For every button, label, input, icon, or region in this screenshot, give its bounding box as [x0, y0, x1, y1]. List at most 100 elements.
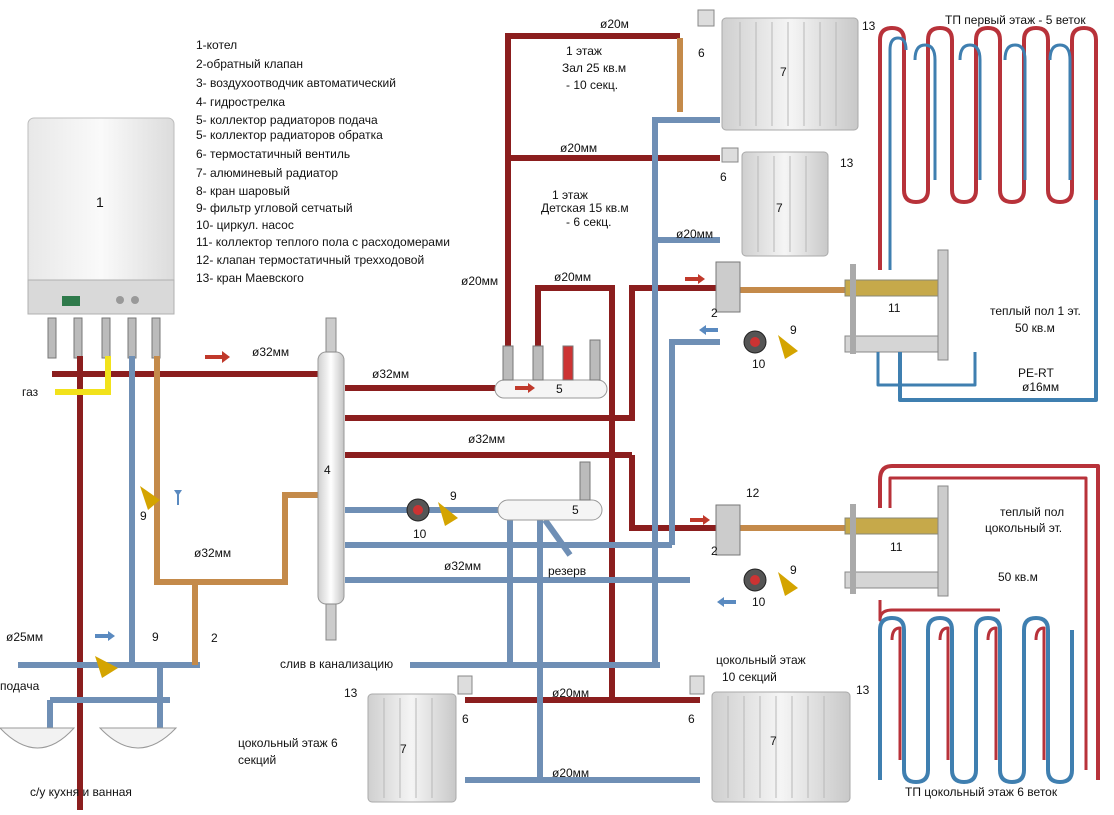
- diameter-32-label: ø32мм: [468, 432, 505, 446]
- diameter-32-label: ø32мм: [444, 559, 481, 573]
- gas-pipe: [55, 356, 111, 395]
- diameter-25-label: ø25мм: [6, 630, 43, 644]
- gas-label: газ: [22, 385, 39, 399]
- supply-pipes: [52, 33, 720, 810]
- legend-item: 7- алюминевый радиатор: [196, 166, 338, 180]
- diameter-20-label: ø20мм: [560, 141, 597, 155]
- return-arrows: [95, 325, 736, 641]
- diameter-32-label: ø32мм: [372, 367, 409, 381]
- num-9: 9: [140, 509, 147, 523]
- num-7: 7: [776, 201, 783, 215]
- return-pipes: [18, 117, 720, 783]
- pe-rt-label: PE-RT: [1018, 366, 1054, 380]
- floor1-desc-2: 50 кв.м: [1015, 321, 1055, 335]
- radiator-kids: [721, 147, 829, 257]
- num-10: 10: [752, 595, 766, 609]
- floor0-title: ТП цокольный этаж 6 веток: [905, 785, 1058, 799]
- num-9: 9: [152, 630, 159, 644]
- num-7: 7: [780, 65, 787, 79]
- num-11: 11: [890, 540, 903, 554]
- diameter-20-label: ø20мм: [552, 686, 589, 700]
- supply-label: подача: [0, 679, 40, 693]
- num-13: 13: [344, 686, 358, 700]
- floor-collector-0: [715, 485, 949, 597]
- pump-floor-0: [743, 568, 798, 596]
- radiator-collector-supply: 5: [494, 339, 608, 399]
- floor0-desc-1: теплый пол: [1000, 505, 1064, 519]
- num-10: 10: [413, 527, 427, 541]
- floor-loop-0: [878, 464, 1100, 784]
- legend-item: 9- фильтр угловой сетчатый: [196, 201, 353, 215]
- floor-loop-1: [876, 26, 1098, 402]
- legend-item: 6- термостатичный вентиль: [196, 147, 350, 161]
- floor1-title: ТП первый этаж - 5 веток: [945, 13, 1086, 27]
- boiler-number: 1: [96, 194, 104, 210]
- num-2: 2: [711, 306, 718, 320]
- num-2: 2: [211, 631, 218, 645]
- collector-return-number: 5: [572, 503, 579, 517]
- copper-pipes: [154, 38, 845, 665]
- num-6: 6: [720, 170, 727, 184]
- radiator-basement-left: [367, 675, 473, 803]
- basement-right-2: 10 секций: [722, 670, 777, 684]
- legend-item: 13- кран Маевского: [196, 271, 304, 285]
- floor-collector-1: [715, 249, 949, 361]
- boiler-taps: [47, 317, 161, 359]
- sink-label: с/у кухня и ванная: [30, 785, 132, 799]
- room-kids-line2: Детская 15 кв.м: [541, 201, 629, 215]
- num-9: 9: [450, 489, 457, 503]
- num-7: 7: [400, 742, 407, 756]
- collector-supply-number: 5: [556, 382, 563, 396]
- legend-item: 1-котел: [196, 38, 237, 52]
- basement-right-1: цокольный этаж: [716, 653, 806, 667]
- diameter-20-label: ø20мм: [676, 227, 713, 241]
- diameter-32-label: ø32мм: [194, 546, 231, 560]
- pump-main: [406, 498, 458, 526]
- num-6: 6: [688, 712, 695, 726]
- boiler: 1: [27, 117, 175, 359]
- num-13: 13: [840, 156, 854, 170]
- sinks: [0, 727, 178, 749]
- radiator-hall: [697, 9, 859, 131]
- room-hall-line3: - 10 секц.: [566, 78, 618, 92]
- room-kids-line1: 1 этаж: [552, 188, 588, 202]
- basement-left-1: цокольный этаж 6: [238, 736, 338, 750]
- diameter-20-label: ø20мм: [552, 766, 589, 780]
- filter-boiler-icon: [140, 486, 160, 510]
- room-hall-line1: 1 этаж: [566, 44, 602, 58]
- radiator-basement-right: [689, 675, 851, 803]
- room-kids-line3: - 6 секц.: [566, 215, 611, 229]
- legend-item: 8- кран шаровый: [196, 184, 290, 198]
- basement-left-2: секций: [238, 753, 276, 767]
- legend-item: 10- циркул. насос: [196, 218, 294, 232]
- hydro-number: 4: [324, 463, 331, 477]
- reserve-label: резерв: [548, 564, 586, 578]
- drain-label: слив в канализацию: [280, 657, 393, 671]
- room-hall-line2: Зал 25 кв.м: [562, 61, 626, 75]
- legend-item: 5- коллектор радиаторов обратка: [196, 128, 383, 142]
- num-9: 9: [790, 563, 797, 577]
- legend-item: 12- клапан термостатичный трехходовой: [196, 253, 424, 267]
- floor1-desc-1: теплый пол 1 эт.: [990, 304, 1081, 318]
- legend-item: 2-обратный клапан: [196, 57, 303, 71]
- num-2: 2: [711, 544, 718, 558]
- legend-item: 4- гидрострелка: [196, 95, 285, 109]
- component-numbers: 2 2 2 6 6 6 6 7 7 7 7 9 9 9 9 9 10 10 10…: [140, 19, 903, 756]
- diameter-20-label: ø20мм: [461, 274, 498, 288]
- legend: 1-котел 2-обратный клапан 3- воздухоотво…: [196, 38, 450, 285]
- hydro-separator: 4: [317, 317, 345, 641]
- diameter-16-label: ø16мм: [1022, 380, 1059, 394]
- num-9: 9: [790, 323, 797, 337]
- num-10: 10: [752, 357, 766, 371]
- num-12: 12: [746, 486, 760, 500]
- floor0-desc-3: 50 кв.м: [998, 570, 1038, 584]
- legend-item: 3- воздухоотводчик автоматический: [196, 76, 396, 90]
- diameter-32-label: ø32мм: [252, 345, 289, 359]
- num-7: 7: [770, 734, 777, 748]
- filter-supply-icon: [95, 656, 118, 678]
- num-13: 13: [862, 19, 876, 33]
- pumps: [95, 330, 798, 678]
- num-11: 11: [888, 301, 901, 315]
